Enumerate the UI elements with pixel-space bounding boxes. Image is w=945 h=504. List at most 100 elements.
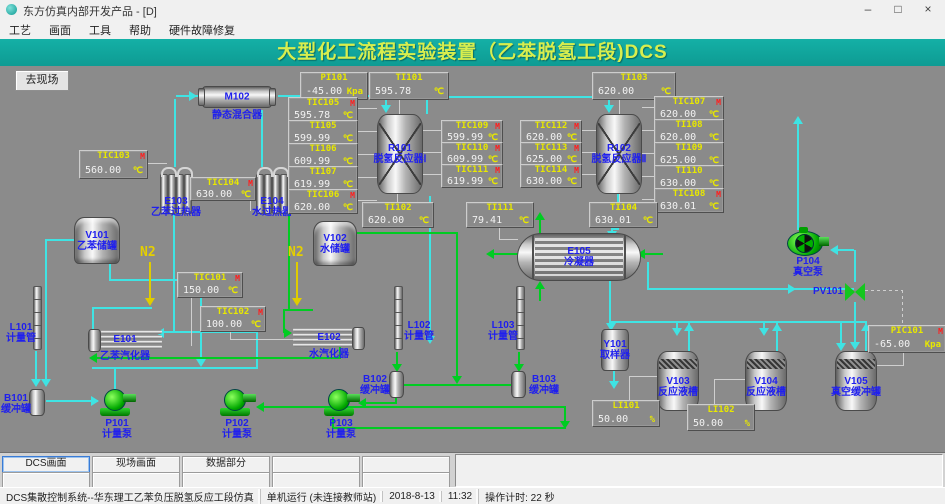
menu-item[interactable]: 画面 xyxy=(49,25,71,37)
manual-mode-indicator: M xyxy=(574,166,579,175)
minimize-button[interactable]: – xyxy=(864,2,872,16)
menu-item[interactable]: 帮助 xyxy=(129,25,151,37)
tag-unit: % xyxy=(649,414,655,425)
tab-empty[interactable] xyxy=(272,456,360,473)
tag-name: TI101 xyxy=(395,73,423,83)
equipment-B101 xyxy=(29,389,45,416)
valve-PV101[interactable] xyxy=(845,282,865,302)
flow-arrow xyxy=(672,328,682,336)
tag-value: 79.41 xyxy=(472,215,503,226)
status-segment: 操作计时: 22 秒 xyxy=(478,489,560,504)
tag-value: 619.99 xyxy=(294,178,331,190)
equipment-label: 脱氢反应器Ⅰ xyxy=(373,154,427,165)
exchanger-body xyxy=(517,233,641,281)
app-icon xyxy=(6,4,17,15)
menu-item[interactable]: 工艺 xyxy=(9,25,31,37)
tab-empty[interactable] xyxy=(362,456,450,473)
flow-arrow xyxy=(89,353,97,363)
tank-body xyxy=(74,217,120,264)
maximize-button[interactable]: □ xyxy=(894,2,902,16)
pipe-segment xyxy=(191,296,192,346)
tag-value: 630.00 xyxy=(660,177,697,189)
tab-数据部分[interactable]: 数据部分 xyxy=(182,456,270,473)
bundle-tube xyxy=(293,333,352,337)
tag-unit: ℃ xyxy=(708,109,719,120)
exchanger-tubes xyxy=(535,238,623,276)
pipe-segment xyxy=(539,283,541,301)
close-button[interactable]: × xyxy=(924,2,932,16)
tag-value: 609.99 xyxy=(294,155,331,167)
menu-item[interactable]: 工具 xyxy=(89,25,111,37)
equipment-label: 计量管 xyxy=(6,333,36,344)
equipment-L102 xyxy=(394,286,424,350)
flow-arrow xyxy=(256,402,264,412)
pipe-segment xyxy=(580,152,596,153)
pipe-segment xyxy=(714,379,715,404)
pipe-segment xyxy=(499,239,518,240)
pipe-segment xyxy=(580,130,596,131)
pipe-segment xyxy=(362,402,397,404)
manual-mode-indicator: M xyxy=(938,327,943,336)
pipe-segment xyxy=(332,417,334,428)
pipe-segment xyxy=(399,98,400,114)
small-cylinder-body xyxy=(29,389,45,416)
tag-unit: ℃ xyxy=(342,110,353,121)
tag-unit: ℃ xyxy=(660,87,671,97)
tag-unit: ℃ xyxy=(342,133,353,144)
tab-DCS画面[interactable]: DCS画面 xyxy=(2,456,90,473)
tab-现场画面[interactable]: 现场画面 xyxy=(92,456,180,473)
menu-item[interactable]: 硬件故障修复 xyxy=(169,25,235,37)
go-to-field-button[interactable]: 去现场 xyxy=(15,70,69,91)
flow-arrow xyxy=(31,379,41,387)
equipment-label: 水汽化器 xyxy=(309,349,349,360)
pipe-segment xyxy=(836,249,854,251)
manual-mode-indicator: M xyxy=(495,122,500,131)
tag-name: TIC107 xyxy=(672,97,706,107)
pipe-segment xyxy=(423,152,441,153)
mixer-flange xyxy=(198,88,205,106)
vessel-internals xyxy=(598,123,640,185)
manual-mode-indicator: M xyxy=(716,190,721,199)
pipe-segment xyxy=(46,400,98,402)
manual-mode-indicator: M xyxy=(235,274,240,283)
tag-unit: ℃ xyxy=(708,132,719,143)
equipment-B102 xyxy=(389,371,404,398)
metering-tube-body xyxy=(394,286,403,350)
